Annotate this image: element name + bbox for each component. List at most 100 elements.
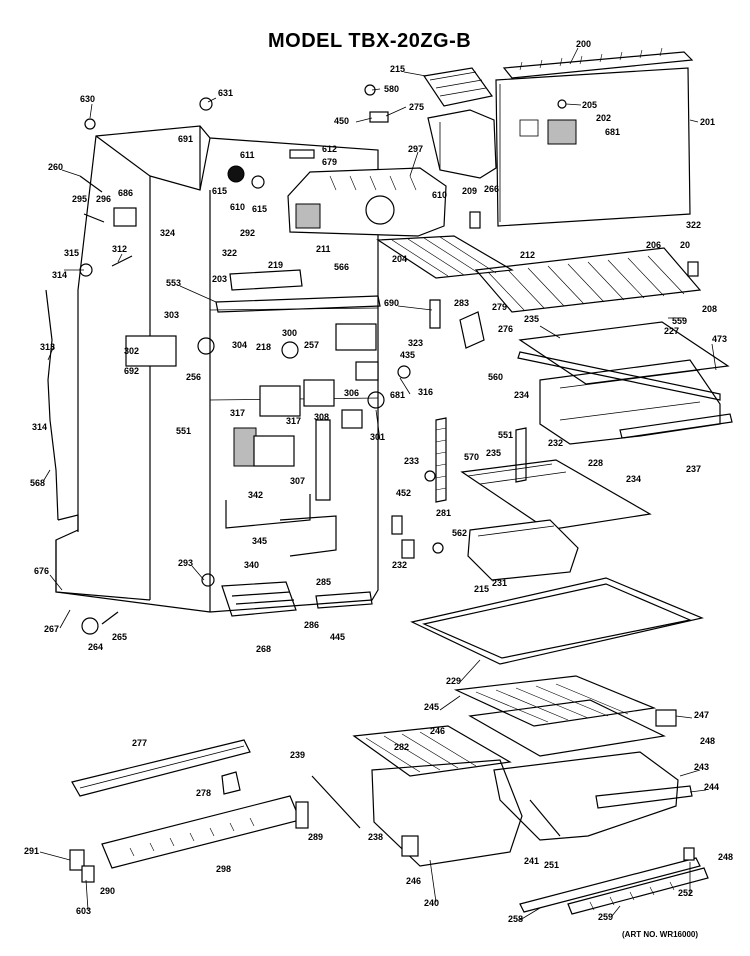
callout-278: 278 [196,788,211,798]
callout-323: 323 [408,338,423,348]
callout-450: 450 [334,116,349,126]
crisper-drawers [517,321,733,445]
callout-562: 562 [452,528,467,538]
callout-452: 452 [396,488,411,498]
callout-610-b: 610 [230,202,245,212]
callout-235-b: 235 [486,448,501,458]
callout-234: 234 [514,390,529,400]
callout-308: 308 [314,412,329,422]
callout-610: 610 [432,190,447,200]
callout-200: 200 [576,39,591,49]
callout-246-b: 246 [406,876,421,886]
callout-342: 342 [248,490,263,500]
ice-rack [376,235,514,279]
callout-235: 235 [524,314,539,324]
callout-317-b: 317 [286,416,301,426]
callout-293: 293 [178,558,193,568]
callout-243: 243 [694,762,709,772]
callout-315: 315 [64,248,79,258]
callout-268: 268 [256,644,271,654]
callout-302: 302 [124,346,139,356]
callout-298: 298 [216,864,231,874]
callout-681: 681 [605,127,620,137]
freezer-shelf [474,247,702,313]
callout-281: 281 [436,508,451,518]
callout-259: 259 [598,912,613,922]
callout-275: 275 [409,102,424,112]
callout-228: 228 [588,458,603,468]
callout-205: 205 [582,100,597,110]
callout-690: 690 [384,298,399,308]
callout-258: 258 [508,914,523,924]
callout-345: 345 [252,536,267,546]
callout-251: 251 [544,860,559,870]
callout-676: 676 [34,566,49,576]
callout-307: 307 [290,476,305,486]
callout-692: 692 [124,366,139,376]
callout-219: 219 [268,260,283,270]
callout-316: 316 [418,387,433,397]
callout-312: 312 [112,244,127,254]
callout-435: 435 [400,350,415,360]
callout-290: 290 [100,886,115,896]
fresh-food-shelf-upper [460,459,652,531]
callout-296: 296 [96,194,111,204]
callout-267: 267 [44,624,59,634]
callout-204: 204 [392,254,407,264]
callout-233: 233 [404,456,419,466]
callout-201: 201 [700,117,715,127]
meat-keeper [453,675,666,757]
callout-245: 245 [424,702,439,712]
callout-209: 209 [462,186,477,196]
callout-266: 266 [484,184,499,194]
callout-559: 559 [672,316,687,326]
callout-322-b: 322 [222,248,237,258]
callout-295: 295 [72,194,87,204]
callout-215-b: 215 [474,584,489,594]
callout-686: 686 [118,188,133,198]
callout-265: 265 [112,632,127,642]
callout-631: 631 [218,88,233,98]
callout-615-a: 615 [212,186,227,196]
callout-612: 612 [322,144,337,154]
diagram-title: MODEL TBX-20ZG-B [268,30,472,52]
callout-289: 289 [308,832,323,842]
freezer-back-panel [495,47,694,227]
vegetable-crispers [352,725,693,867]
callout-246: 246 [430,726,445,736]
cabinet-liner [55,125,379,613]
callout-691: 691 [178,134,193,144]
callout-473: 473 [712,334,727,344]
shelf-rails [435,417,527,503]
ice-maker [287,167,447,237]
callout-301: 301 [370,432,385,442]
callout-553: 553 [166,278,181,288]
callout-256: 256 [186,372,201,382]
callout-282: 282 [394,742,409,752]
callout-317-a: 317 [230,408,245,418]
callout-241: 241 [524,856,539,866]
callout-labels: 200 215 580 275 450 205 202 681 201 297 … [24,39,733,924]
callout-551: 551 [176,426,191,436]
callout-306: 306 [344,388,359,398]
callout-324: 324 [160,228,175,238]
callout-291: 291 [24,846,39,856]
callout-279: 279 [492,302,507,312]
dairy-bin [467,519,579,581]
callout-286: 286 [304,620,319,630]
callout-218: 218 [256,342,271,352]
callout-244: 244 [704,782,719,792]
callout-611: 611 [240,150,255,160]
callout-264: 264 [88,642,103,652]
fresh-food-shelf-lower [410,577,704,665]
callout-247: 247 [694,710,709,720]
callout-681-b: 681 [390,390,405,400]
callout-292: 292 [240,228,255,238]
callout-603: 603 [76,906,91,916]
callout-615-b: 615 [252,204,267,214]
callout-252: 252 [678,888,693,898]
callout-304: 304 [232,340,247,350]
callout-679: 679 [322,157,337,167]
callout-630: 630 [80,94,95,104]
callout-568: 568 [30,478,45,488]
